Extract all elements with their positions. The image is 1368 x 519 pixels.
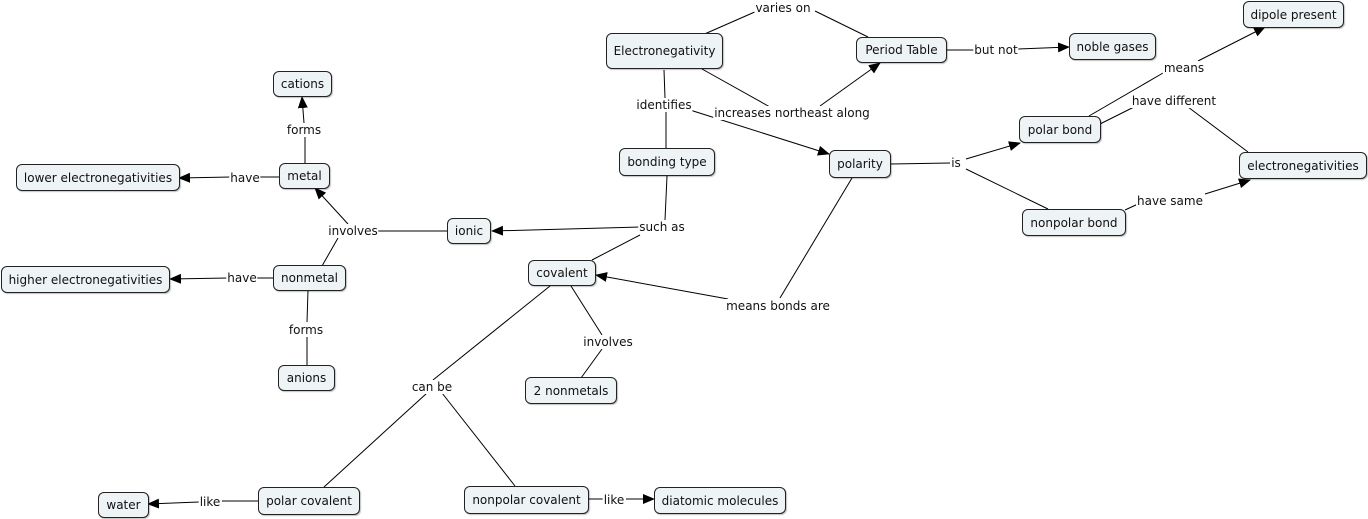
link-have-same: have same <box>1136 194 1204 208</box>
link-forms-cations: forms <box>285 123 323 137</box>
concept-electronegativity[interactable]: Electronegativity <box>606 33 723 69</box>
concept-ionic[interactable]: ionic <box>447 218 491 244</box>
concept-anions[interactable]: anions <box>278 365 335 391</box>
concept-diatomic-molecules[interactable]: diatomic molecules <box>654 487 786 514</box>
concept-electronegativities[interactable]: electronegativities <box>1239 152 1367 179</box>
link-means-bonds-are: means bonds are <box>725 299 831 313</box>
link-identifies: identifies <box>635 98 693 112</box>
concept-water[interactable]: water <box>98 492 149 518</box>
link-have-higher: have <box>226 271 258 285</box>
concept-dipole-present[interactable]: dipole present <box>1243 1 1344 28</box>
concept-nonmetal[interactable]: nonmetal <box>273 265 346 291</box>
link-is: is <box>950 156 962 170</box>
link-increases-northeast-along: increases northeast along <box>713 106 871 120</box>
link-like-diatomic: like <box>602 493 626 507</box>
link-like-water: like <box>198 495 222 509</box>
link-varies-on: varies on <box>754 1 812 15</box>
concept-bonding-type[interactable]: bonding type <box>619 148 715 176</box>
link-such-as: such as <box>638 220 686 234</box>
concept-polar-covalent[interactable]: polar covalent <box>258 487 360 515</box>
link-have-lower: have <box>229 171 261 185</box>
concept-nonpolar-bond[interactable]: nonpolar bond <box>1022 209 1126 236</box>
concept-polarity[interactable]: polarity <box>829 150 891 178</box>
link-involves-ionic: involves <box>327 224 379 238</box>
concept-metal[interactable]: metal <box>279 163 330 189</box>
link-involves-covalent: involves <box>582 335 634 349</box>
concept-noble-gases[interactable]: noble gases <box>1069 33 1156 60</box>
concept-covalent[interactable]: covalent <box>528 260 596 286</box>
concept-higher-electronegativities[interactable]: higher electronegativities <box>1 266 170 293</box>
link-have-different: have different <box>1130 94 1218 108</box>
concept-2-nonmetals[interactable]: 2 nonmetals <box>525 377 617 404</box>
concept-lower-electronegativities[interactable]: lower electronegativities <box>16 164 180 191</box>
link-but-not: but not <box>973 43 1019 57</box>
link-can-be: can be <box>410 380 454 394</box>
concept-nonpolar-covalent[interactable]: nonpolar covalent <box>464 486 589 514</box>
concept-period-table[interactable]: Period Table <box>856 37 947 63</box>
link-forms-anions: forms <box>287 323 325 337</box>
concept-cations[interactable]: cations <box>273 71 332 97</box>
link-means: means <box>1162 61 1206 75</box>
concept-polar-bond[interactable]: polar bond <box>1019 116 1101 143</box>
